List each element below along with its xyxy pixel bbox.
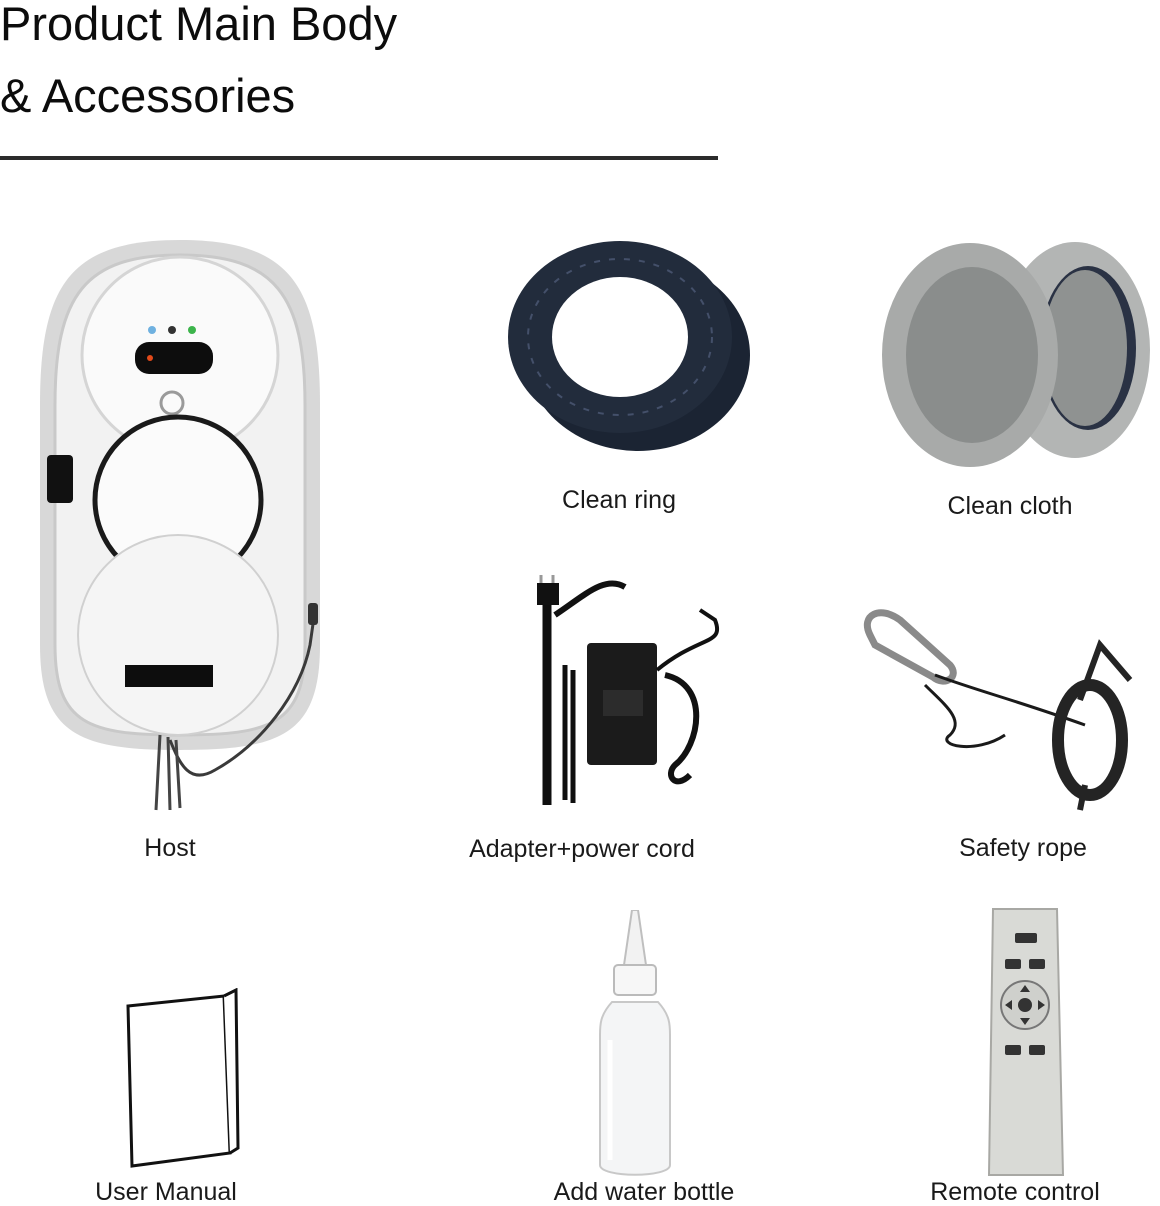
- clean-ring-label: Clean ring: [562, 486, 676, 514]
- carabiner-rope-icon: [863, 609, 1133, 811]
- window-cleaning-robot-icon: [40, 240, 320, 811]
- squeeze-bottle-icon: [599, 910, 671, 1176]
- host-label: Host: [144, 834, 196, 862]
- page-title-line-1: Product Main Body: [0, 0, 398, 50]
- clean-ring-icon: [508, 241, 750, 451]
- adapter-label: Adapter+power cord: [469, 835, 695, 863]
- remote-label: Remote control: [930, 1178, 1100, 1206]
- manual-label: User Manual: [95, 1178, 237, 1206]
- page-title-line-2: & Accessories: [0, 69, 296, 122]
- booklet-icon: [126, 988, 240, 1168]
- power-adapter-icon: [537, 575, 720, 805]
- bottle-label: Add water bottle: [553, 1178, 735, 1206]
- title-divider: [0, 156, 718, 160]
- clean-cloth-pads-icon: [882, 242, 1150, 467]
- safety-rope-label: Safety rope: [959, 834, 1087, 862]
- clean-cloth-label: Clean cloth: [947, 492, 1073, 520]
- remote-control-icon: [987, 908, 1065, 1176]
